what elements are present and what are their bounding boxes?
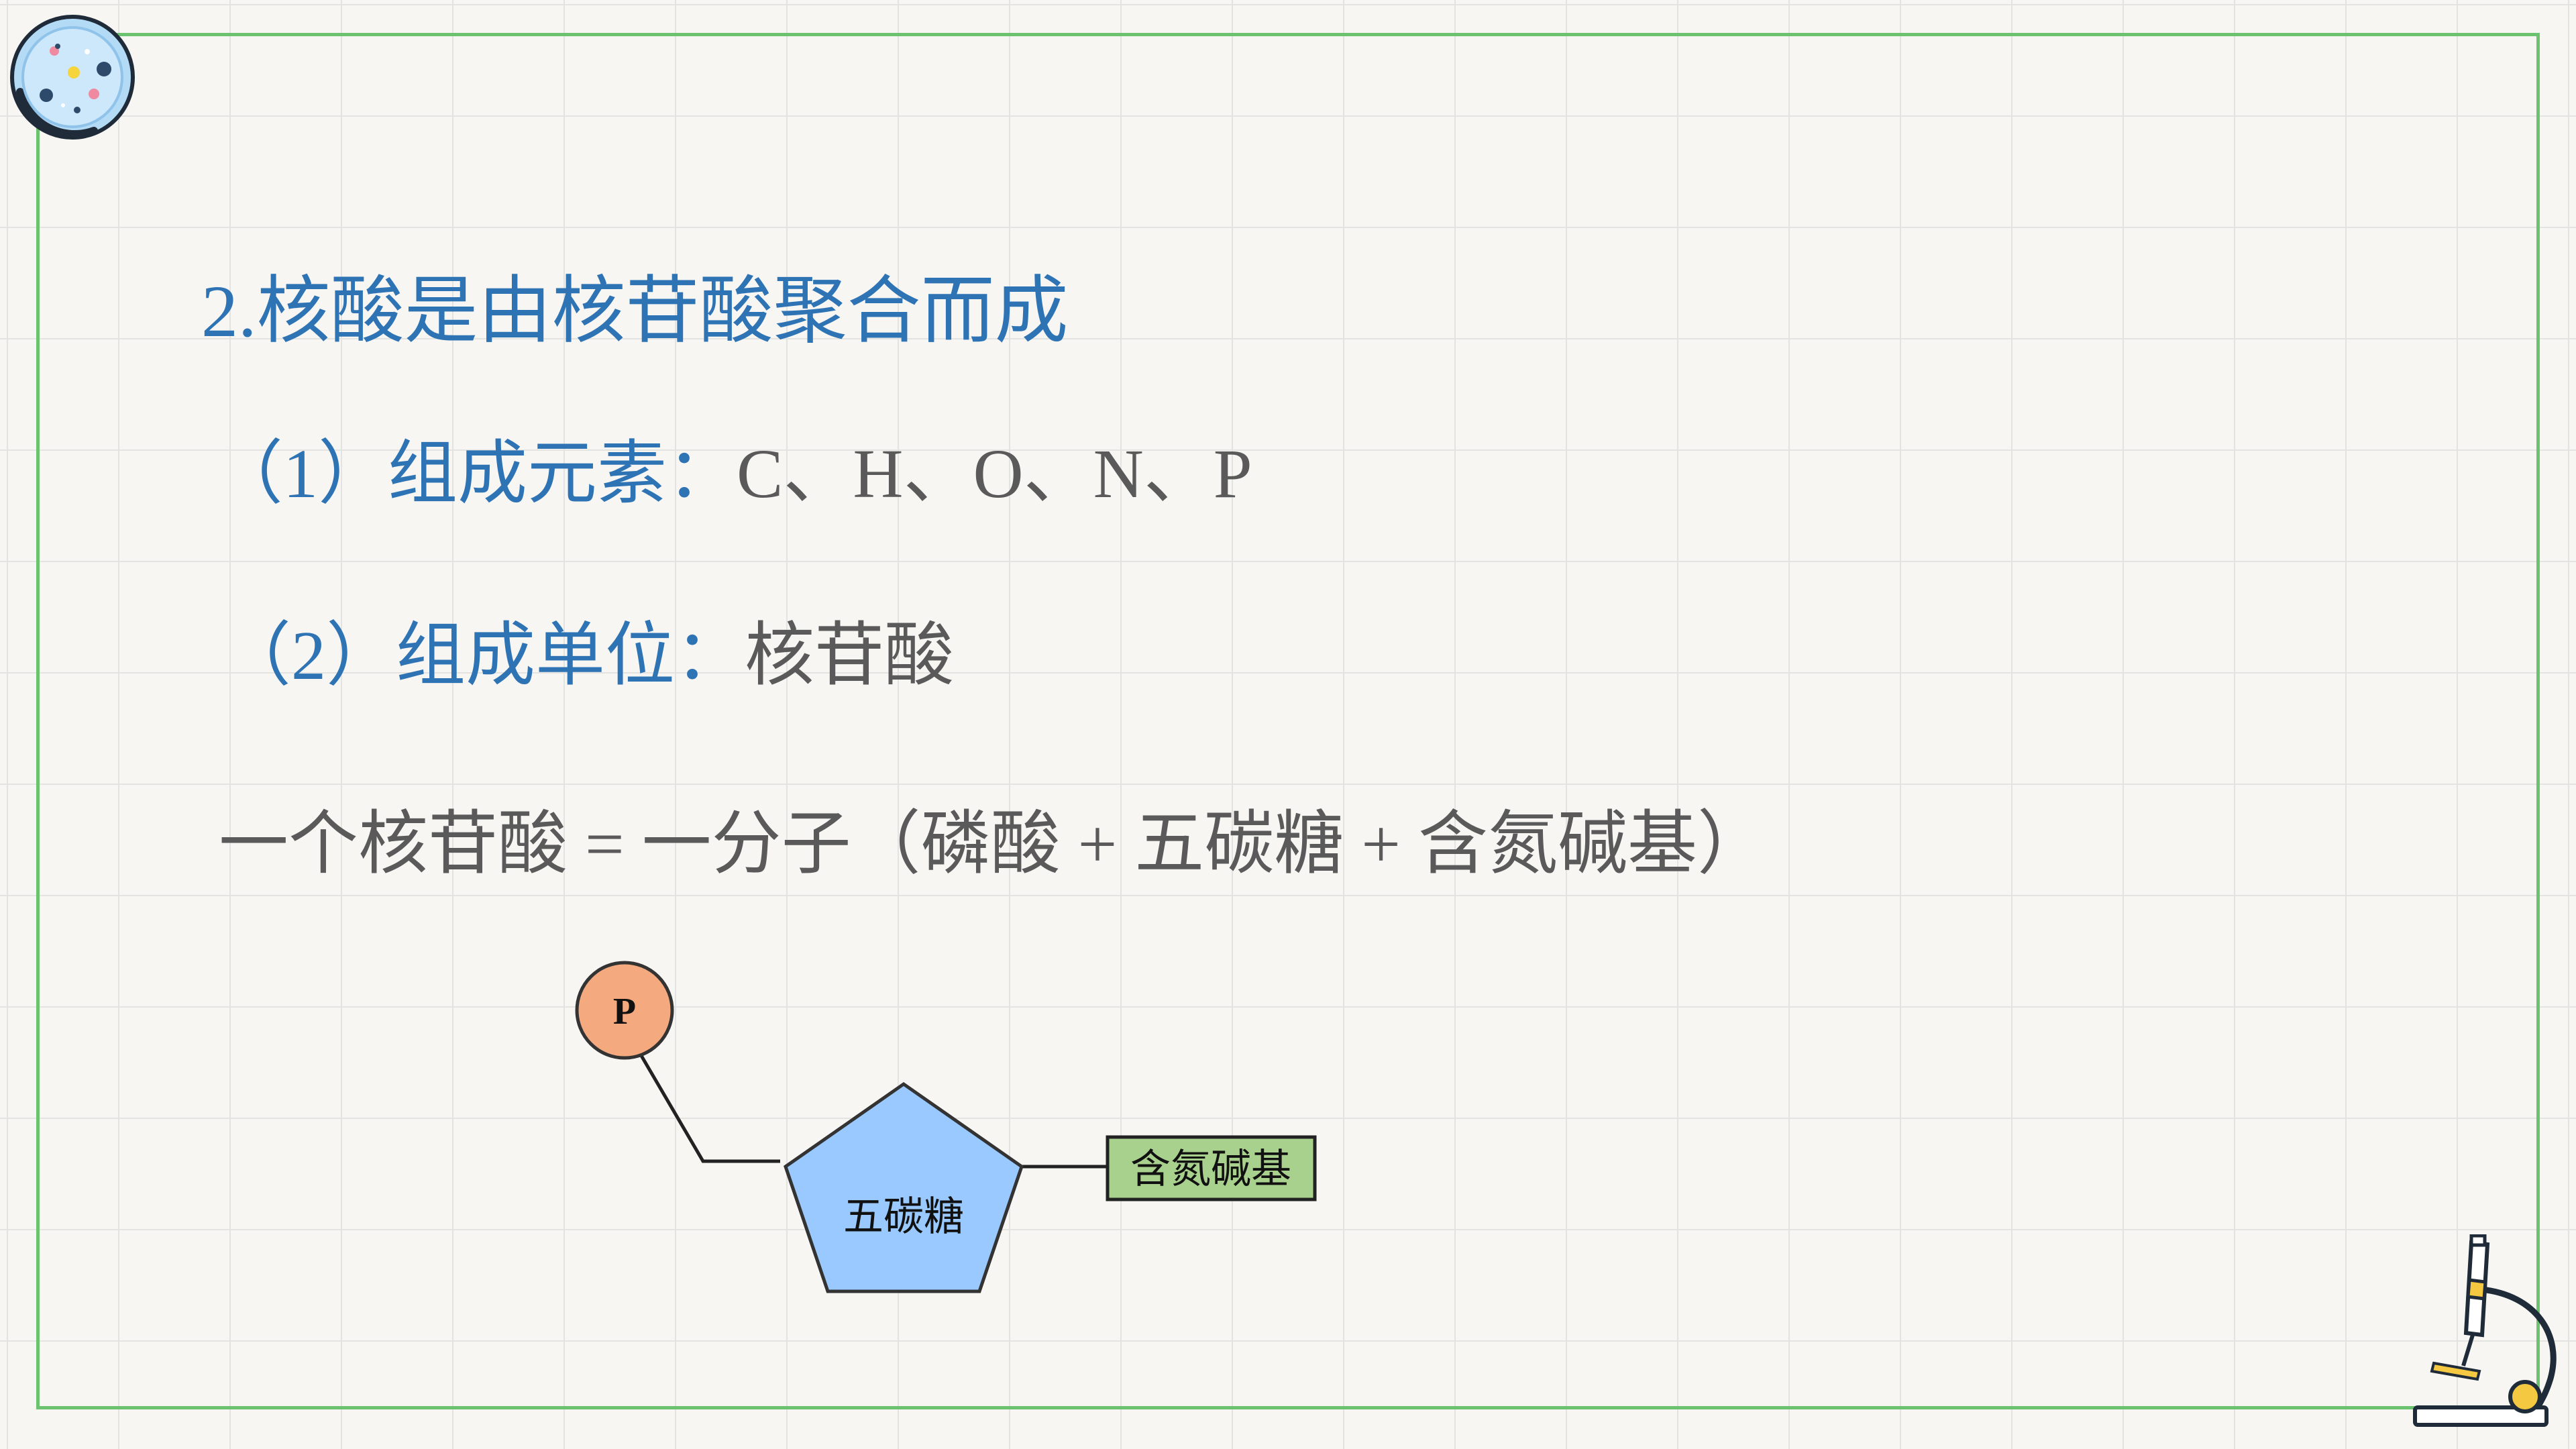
nucleotide-equation: 一个核苷酸 = 一分子（磷酸 + 五碳糖 + 含氮碱基） bbox=[219, 806, 1767, 883]
microscope-arm bbox=[2477, 1286, 2557, 1409]
composition-elements-label: （1）组成元素： bbox=[213, 435, 737, 513]
phosphate-sugar-bond bbox=[639, 1053, 780, 1163]
microscope-base bbox=[2413, 1405, 2548, 1427]
composition-unit-value: 核苷酸 bbox=[745, 617, 955, 694]
microscope-objective bbox=[2461, 1334, 2475, 1366]
microscope-tube-band bbox=[2466, 1278, 2487, 1301]
phosphate-label: P bbox=[613, 991, 636, 1032]
pentose-sugar-pentagon bbox=[784, 1081, 1024, 1293]
phosphate-circle bbox=[575, 961, 674, 1060]
microscope-stage bbox=[2430, 1361, 2481, 1381]
nucleotide-diagram: P 五碳糖 含氮碱基 bbox=[575, 961, 1317, 1293]
microscope-icon bbox=[2413, 1234, 2557, 1427]
culture-dot bbox=[85, 49, 90, 54]
nitrogenous-base-box bbox=[1106, 1135, 1317, 1201]
composition-unit-line: （2）组成单位：核苷酸 bbox=[221, 614, 954, 698]
composition-elements-line: （1）组成元素：C、H、O、N、P bbox=[213, 433, 1252, 517]
nitrogenous-base-label: 含氮碱基 bbox=[1130, 1147, 1291, 1191]
culture-dot bbox=[40, 89, 53, 102]
culture-dot bbox=[55, 44, 60, 49]
composition-elements-value: C、H、O、N、P bbox=[737, 435, 1252, 513]
petri-dish-shadow bbox=[16, 88, 98, 139]
culture-dot bbox=[74, 107, 80, 113]
petri-dish-icon bbox=[10, 15, 135, 140]
microscope-focus-knob bbox=[2508, 1380, 2542, 1413]
microscope-eyepiece bbox=[2469, 1234, 2487, 1247]
culture-dot bbox=[68, 66, 80, 78]
pentose-sugar-label: 五碳糖 bbox=[843, 1195, 964, 1239]
slide-heading: 2.核酸是由核苷酸聚合而成 bbox=[201, 270, 1069, 352]
culture-dot bbox=[97, 62, 111, 76]
culture-dot bbox=[61, 103, 65, 107]
culture-dot bbox=[89, 89, 99, 99]
composition-unit-label: （2）组成单位： bbox=[221, 617, 745, 694]
slide-frame bbox=[36, 33, 2540, 1409]
